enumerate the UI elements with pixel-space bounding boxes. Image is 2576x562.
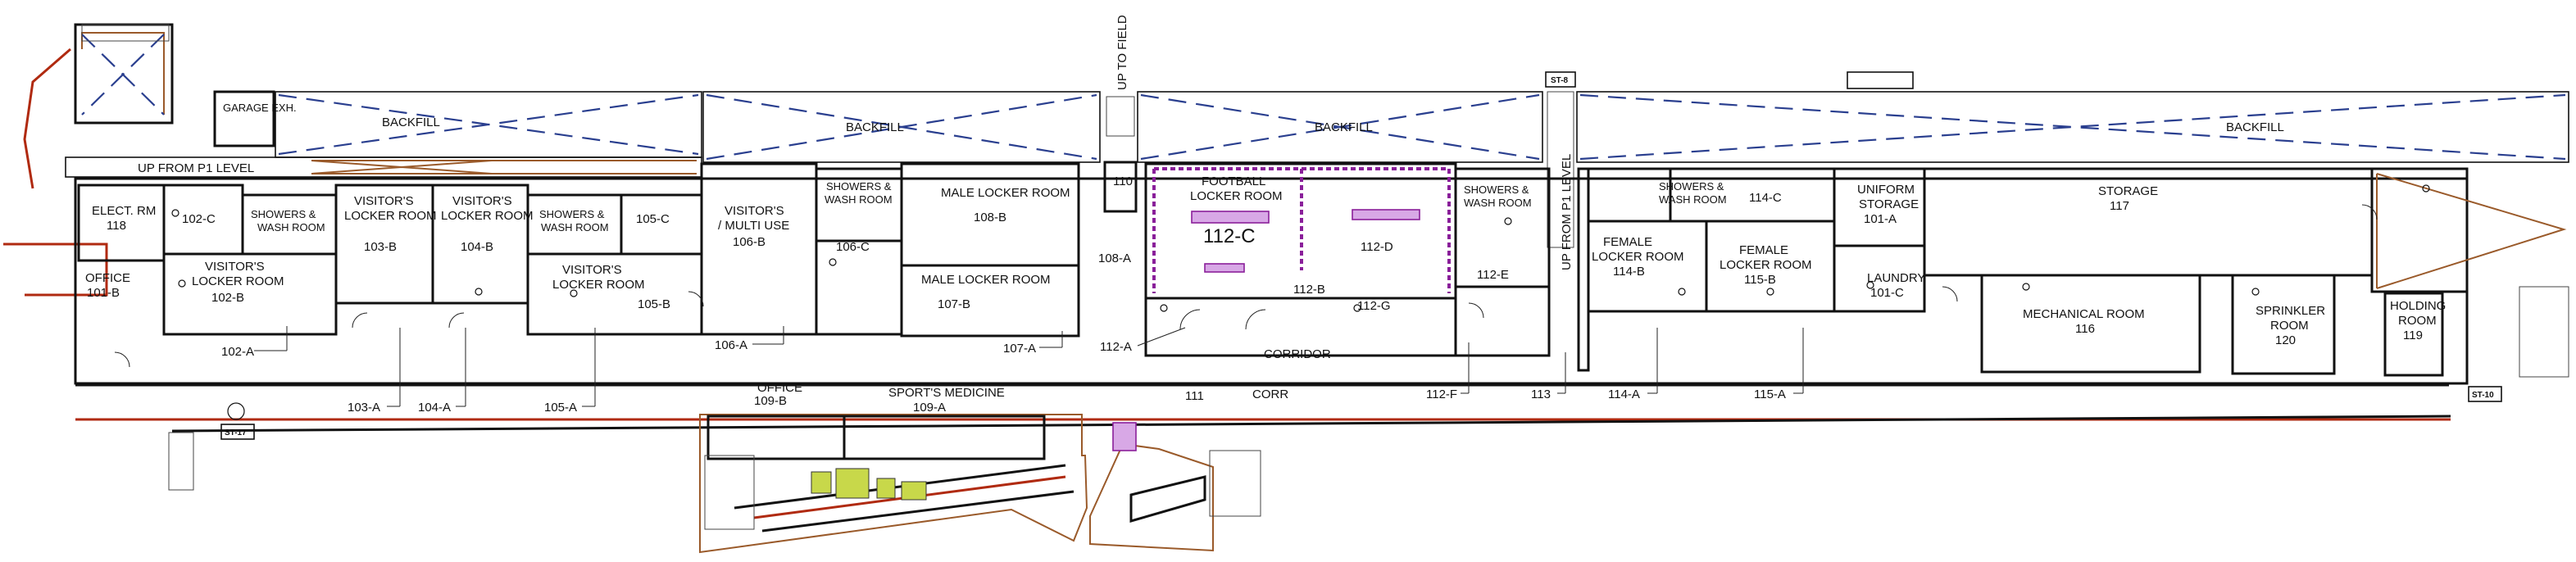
roof-vent — [1847, 71, 1914, 89]
garage-label: GARAGE EXH. — [223, 102, 297, 114]
callout-104a: 104-A — [418, 401, 451, 415]
garage-exh — [213, 90, 275, 147]
corr-label: CORR — [1252, 388, 1288, 401]
room-112d-label: 112-D — [1361, 240, 1393, 254]
room-110-label: 110 — [1113, 174, 1133, 188]
backfill-label-1: BACKFILL — [382, 116, 440, 129]
left-stair — [168, 432, 194, 491]
room-111-label: 111 — [1185, 389, 1204, 403]
st8-label: ST-8 — [1551, 76, 1569, 85]
callout-107a: 107-A — [1003, 342, 1036, 356]
st10-tag — [2468, 386, 2502, 402]
showers-1-label: SHOWERS &WASH ROOM — [251, 208, 325, 233]
field-stair — [1106, 96, 1135, 137]
room-walls — [77, 161, 1138, 338]
st17-label: ST-17 — [225, 428, 247, 437]
room-114c-label: 114-C — [1749, 191, 1782, 205]
st10-label: ST-10 — [2472, 391, 2494, 400]
callout-112f: 112-F — [1426, 388, 1457, 401]
showers-3-label: SHOWERS &WASH ROOM — [825, 180, 893, 206]
fixture-circles — [171, 184, 2430, 312]
callout-115a: 115-A — [1754, 388, 1786, 401]
room-112g-label: 112-G — [1357, 299, 1391, 313]
room-108a-label: 108-A — [1098, 252, 1131, 265]
callout-112a: 112-A — [1100, 340, 1132, 354]
backfill-label-4: BACKFILL — [2226, 120, 2284, 134]
room-102c-label: 102-C — [182, 212, 216, 226]
room-112e-label: 112-E — [1477, 268, 1509, 282]
showers-2-label: SHOWERS &WASH ROOM — [539, 208, 609, 233]
up-from-p1-level-label: UP FROM P1 LEVEL — [138, 161, 254, 175]
callout-106a: 106-A — [715, 338, 747, 352]
room-106c-label: 106-C — [836, 240, 870, 254]
room-105c-label: 105-C — [636, 212, 670, 226]
st17-tag — [220, 424, 255, 440]
showers-5-label: SHOWERS &WASH ROOM — [1659, 180, 1727, 206]
st8-tag — [1545, 71, 1576, 88]
exterior-outline — [3, 23, 174, 297]
room-112c-label: 112-C — [1203, 225, 1256, 247]
sports-medicine-wing — [699, 414, 1261, 554]
callout-102a: 102-A — [221, 345, 254, 359]
callout-103a: 103-A — [348, 401, 380, 415]
backfill-label-2: BACKFILL — [846, 120, 904, 134]
up-from-p1-level-vertical: UP FROM P1 LEVEL — [1560, 154, 1574, 270]
callout-105a: 105-A — [544, 401, 577, 415]
st17-marker — [227, 402, 245, 420]
backfill-label-3: BACKFILL — [1315, 120, 1373, 134]
football-locker-room — [1144, 162, 1457, 300]
corridor-label: CORRIDOR — [1264, 347, 1331, 361]
showers-4-label: SHOWERS &WASH ROOM — [1464, 184, 1532, 209]
door-swings — [114, 204, 2378, 368]
right-stair — [2519, 286, 2569, 378]
callout-114a: 114-A — [1608, 388, 1640, 401]
backfill-zones — [275, 91, 2569, 163]
callout-113: 113 — [1531, 388, 1551, 401]
room-walls-right — [1144, 167, 2567, 377]
room-112b-label: 112-B — [1293, 283, 1325, 297]
door-callouts: 102-A 103-A 104-A 105-A 106-A 107-A 112-… — [221, 326, 1804, 415]
up-to-field-label: UP TO FIELD — [1115, 15, 1129, 90]
room-105b-label: 105-B — [638, 297, 670, 311]
